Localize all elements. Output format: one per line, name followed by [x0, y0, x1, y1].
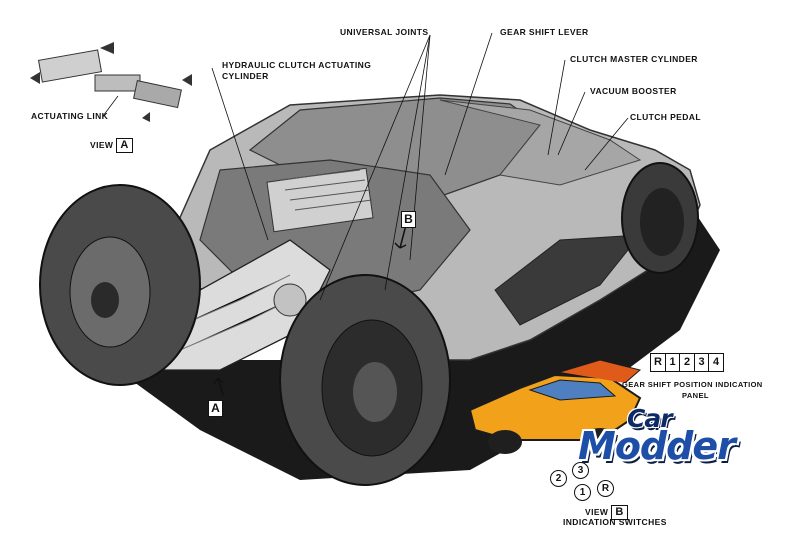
logo-car-graphic	[468, 359, 642, 454]
label-universal-joints: UNIVERSAL JOINTS	[340, 27, 429, 37]
label-indication-switches: INDICATION SWITCHES	[563, 517, 667, 527]
gear-3: 3	[693, 353, 710, 372]
gear-4: 4	[708, 353, 724, 372]
view-a-letter: A	[116, 138, 133, 153]
marker-a: A	[208, 400, 223, 417]
label-hydraulic-clutch-line1: HYDRAULIC CLUTCH ACTUATING	[222, 60, 372, 70]
switch-1: 1	[574, 484, 591, 501]
gear-position-panel: R 1 2 3 4	[650, 353, 724, 372]
label-gear-shift-lever: GEAR SHIFT LEVER	[500, 27, 589, 37]
label-actuating-link: ACTUATING LINK	[31, 111, 109, 121]
switch-2: 2	[550, 470, 567, 487]
label-clutch-master-cylinder: CLUTCH MASTER CYLINDER	[570, 54, 698, 64]
logo-text-car: Car	[627, 404, 673, 433]
label-gear-indication-line2: PANEL	[682, 391, 709, 400]
label-vacuum-booster: VACUUM BOOSTER	[590, 86, 677, 96]
label-hydraulic-clutch-line2: CYLINDER	[222, 71, 269, 81]
view-b-letter: B	[611, 505, 628, 520]
label-clutch-pedal: CLUTCH PEDAL	[630, 112, 701, 122]
switch-3: 3	[572, 462, 589, 479]
view-b-prefix: VIEW	[585, 507, 609, 517]
logo-text-modder: Modder	[578, 424, 736, 468]
view-a-sketch	[30, 42, 192, 122]
switch-r: R	[597, 480, 614, 497]
view-a-prefix: VIEW	[90, 140, 114, 150]
marker-b: B	[401, 211, 416, 228]
label-gear-indication-line1: GEAR SHIFT POSITION INDICATION	[622, 380, 763, 389]
